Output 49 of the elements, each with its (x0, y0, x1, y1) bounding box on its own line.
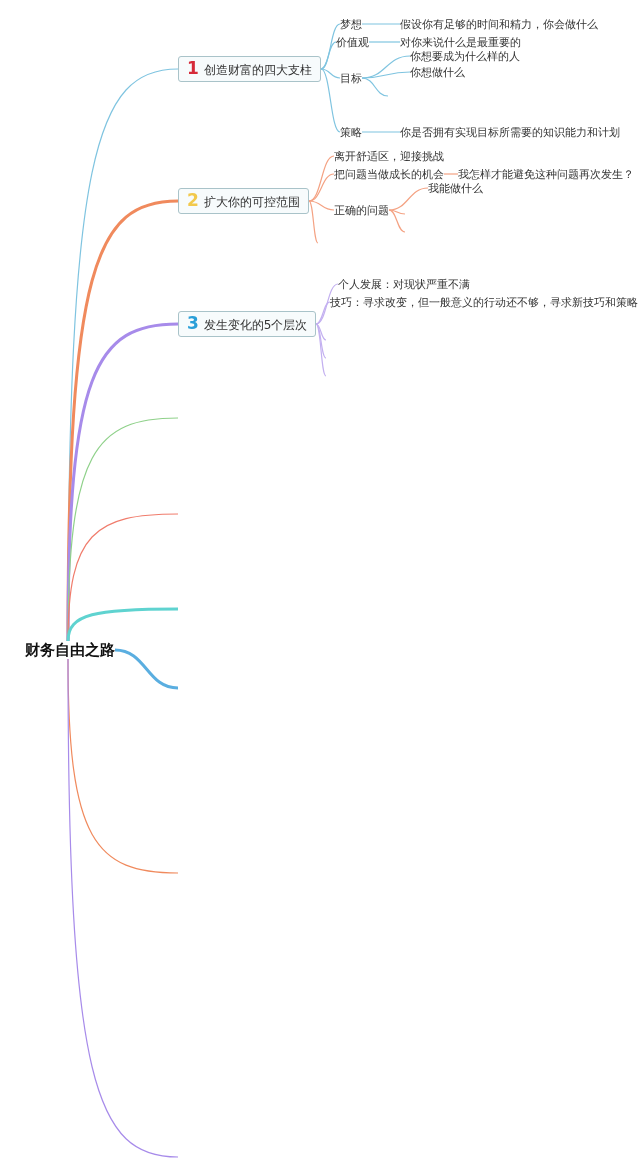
topic-number: 2 (187, 190, 199, 210)
subtopic-text: 我能做什么 (428, 181, 483, 195)
subtopic-text: 策略 (340, 125, 362, 139)
branch-line (361, 131, 401, 133)
subtopic-text: 对你来说什么是最重要的 (400, 35, 521, 49)
branch-line (361, 77, 389, 97)
branch-line (67, 658, 179, 1158)
subtopic-text: 价值观 (336, 35, 369, 49)
topic-text: 扩大你的可控范围 (203, 195, 300, 209)
branch-line (308, 173, 335, 202)
subtopic-text: 你想要成为什么样的人 (410, 49, 520, 63)
branch-line (361, 23, 401, 25)
branch-line (308, 200, 335, 211)
branch-line (315, 301, 331, 325)
branch-line (443, 173, 459, 175)
branch-line (66, 607, 178, 642)
topic-box (178, 188, 309, 214)
topic-number: 1 (187, 58, 199, 78)
subtopic-text: 离开舒适区，迎接挑战 (334, 149, 444, 163)
subtopic-text: 技巧：寻求改变，但一般意义的行动还不够，寻求新技巧和策略 (330, 295, 638, 309)
branch-line (308, 155, 335, 202)
subtopic-text: 正确的问题 (334, 203, 389, 217)
branch-line (388, 187, 429, 211)
subtopic-text: 我怎样才能避免这种问题再次发生？ (458, 167, 634, 181)
subtopic-text: 个人发展：对现状严重不满 (338, 277, 470, 291)
branch-line (66, 322, 179, 641)
subtopic-text: 把问题当做成长的机会 (334, 167, 444, 181)
subtopic-text: 你想做什么 (410, 65, 465, 79)
topic-box (178, 56, 321, 82)
branch-line (361, 71, 411, 79)
topic-number: 3 (187, 313, 199, 333)
branch-line (315, 323, 327, 359)
central-topic: 财务自由之路 (25, 641, 115, 659)
branch-line (388, 209, 406, 233)
branch-line (315, 323, 327, 341)
subtopic-text: 你是否拥有实现目标所需要的知识能力和计划 (400, 125, 620, 139)
topic-text: 创造财富的四大支柱 (203, 63, 312, 77)
subtopic-text: 假设你有足够的时间和精力，你会做什么 (400, 17, 598, 31)
branch-line (315, 323, 327, 377)
branch-line (320, 68, 341, 133)
branch-line (114, 648, 179, 690)
branch-line (320, 68, 341, 79)
branch-line (368, 41, 401, 43)
branch-line (320, 41, 337, 70)
topic-box (178, 311, 317, 337)
subtopic-text: 梦想 (340, 17, 362, 31)
branch-line (308, 200, 319, 244)
subtopic-text: 目标 (340, 71, 362, 85)
topic-text: 发生变化的5个层次 (203, 318, 308, 332)
